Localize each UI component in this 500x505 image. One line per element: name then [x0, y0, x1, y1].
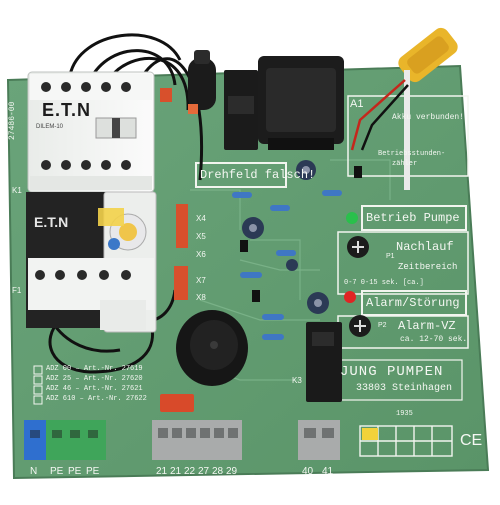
terminal-label-pe: PE — [50, 466, 64, 477]
adz-art: Art.-Nr. 27620 — [83, 375, 143, 383]
alarm-vz-range: ca. 12-70 sek. — [400, 335, 468, 344]
akku-label: Akku verbunden! — [392, 113, 465, 122]
date-grid — [359, 425, 453, 457]
adz-art: Art.-Nr. 27621 — [83, 385, 143, 393]
x8-label: X8 — [196, 293, 206, 302]
drehfeld-label: Drehfeld falsch! — [200, 168, 316, 182]
k1-label: K1 — [12, 186, 22, 195]
adz-art: Art.-Nr. 27622 — [88, 395, 147, 403]
zeit-values: 0-7 0-15 sek. [ca.] — [344, 279, 424, 287]
adz-model: ADZ 00 — [46, 365, 72, 373]
zaehler-label: zähler — [392, 160, 418, 168]
k3-label: K3 — [292, 376, 302, 385]
drehfeld-box — [195, 162, 287, 188]
overload-relay — [26, 191, 157, 333]
terminal-label-40: 40 — [302, 466, 314, 477]
adz-model: ADZ 25 — [46, 375, 72, 383]
led-green — [346, 212, 358, 224]
capacitors — [242, 160, 329, 314]
f1-label: F1 — [12, 286, 22, 295]
yellow-tag — [362, 428, 378, 440]
p2-label: P2 — [378, 322, 387, 329]
pcb-traces — [179, 159, 391, 381]
adz-art: Art.-Nr. 27619 — [83, 365, 143, 373]
terminal-label-41: 41 — [322, 466, 334, 477]
nachlauf-label: Nachlauf — [396, 240, 454, 254]
alarm-stoerung-label: Alarm/Störung — [366, 296, 460, 310]
contactor-model: DILEM-10 — [36, 124, 64, 130]
adz-table: ADZ 00 – Art.-Nr. 27619 ADZ 25 – Art.-Nr… — [46, 364, 147, 404]
betrieb-box — [361, 205, 467, 231]
adz-row: ADZ 610 – Art.-Nr. 27622 — [46, 395, 147, 403]
x5-label: X5 — [196, 232, 206, 241]
relay-top — [224, 70, 258, 150]
alarm-vz-label: Alarm-VZ — [398, 319, 456, 333]
terminal-label-21: 21 — [170, 466, 182, 477]
nachlauf-box — [337, 231, 469, 295]
alarm-box — [361, 290, 467, 316]
side-code: 27486-00 — [8, 101, 17, 140]
led-red — [344, 291, 356, 303]
battery-pack — [350, 27, 458, 190]
x6-label: X6 — [196, 250, 206, 259]
adz-row: ADZ 46 – Art.-Nr. 27621 — [46, 385, 143, 393]
year-code: 1935 — [396, 410, 413, 418]
relay-k3 — [306, 322, 342, 402]
terminal-label-pe: PE — [86, 466, 100, 477]
zeitbereich-label: Zeitbereich — [398, 262, 458, 272]
adz-row: ADZ 25 – Art.-Nr. 27620 — [46, 375, 143, 383]
x4-label: X4 — [196, 214, 206, 223]
a1-label: A1 — [350, 98, 364, 110]
terminal-label-21: 21 — [156, 466, 168, 477]
terminal-label-28: 28 — [212, 466, 224, 477]
terminal-label-29: 29 — [226, 466, 238, 477]
adz-model: ADZ 610 — [46, 395, 76, 403]
terminal-label-22: 22 — [184, 466, 196, 477]
ce-mark: CE — [460, 432, 483, 449]
film-capacitor — [160, 394, 194, 412]
brand-name: JUNG PUMPEN — [340, 364, 444, 380]
contactor-unit — [27, 71, 155, 193]
terminal-label-pe: PE — [68, 466, 82, 477]
terminal-left — [24, 420, 106, 460]
contactor-brand: E.T.N — [42, 100, 92, 120]
buzzer — [176, 310, 248, 386]
overload-brand: E.T.N — [34, 214, 69, 230]
resistors — [232, 166, 362, 340]
terminal-label-27: 27 — [198, 466, 210, 477]
adz-row: ADZ 00 – Art.-Nr. 27619 — [46, 365, 143, 373]
betriebsstunden-label: Betriebsstunden- — [378, 150, 446, 158]
jumper-headers — [160, 88, 198, 300]
p1-label: P1 — [386, 253, 395, 260]
transformer — [258, 56, 344, 150]
betrieb-pumpe-label: Betrieb Pumpe — [366, 211, 460, 225]
brand-address: 33803 Steinhagen — [356, 383, 453, 394]
adz-model: ADZ 46 — [46, 385, 72, 393]
potentiometers — [347, 236, 371, 337]
terminal-middle — [152, 420, 242, 460]
terminal-label-n: N — [30, 466, 38, 477]
fuse-holder — [188, 50, 216, 110]
adz-checkboxes — [33, 365, 43, 405]
terminal-right — [298, 420, 340, 460]
x7-label: X7 — [196, 276, 206, 285]
